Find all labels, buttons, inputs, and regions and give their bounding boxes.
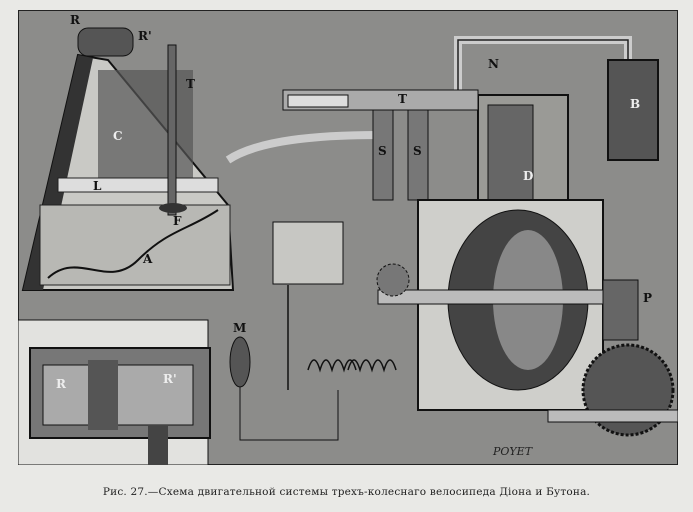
crankcase — [377, 199, 629, 411]
label-b: B — [630, 97, 640, 111]
label-p: P — [643, 291, 652, 305]
label-r: R — [70, 13, 81, 27]
carburetor-tank — [21, 27, 235, 291]
label-d: D — [523, 169, 533, 183]
label-r-prime: R' — [138, 29, 152, 43]
label-s1: S — [378, 144, 387, 158]
reservoir-b — [607, 59, 659, 161]
engine-diagram: R R' T C L F A N B T S S D P M R R' POYE… — [18, 10, 678, 465]
label-t-engine: T — [398, 92, 407, 106]
label-s2: S — [413, 144, 422, 158]
label-r-prime-inset: R' — [163, 372, 177, 386]
label-l: L — [93, 179, 102, 193]
gears — [376, 263, 678, 437]
figure-caption: Рис. 27.—Схема двигательной системы трех… — [102, 486, 591, 498]
label-r-inset: R — [56, 377, 67, 391]
label-t-left: T — [186, 77, 195, 91]
ignition-circuit — [229, 221, 397, 441]
engraver-signature: POYET — [492, 445, 534, 458]
label-m: M — [233, 321, 246, 335]
label-c: C — [113, 129, 123, 143]
inset-valve-detail — [18, 319, 211, 465]
label-f: F — [173, 214, 182, 228]
label-n: N — [488, 57, 499, 71]
label-a: A — [142, 252, 153, 266]
